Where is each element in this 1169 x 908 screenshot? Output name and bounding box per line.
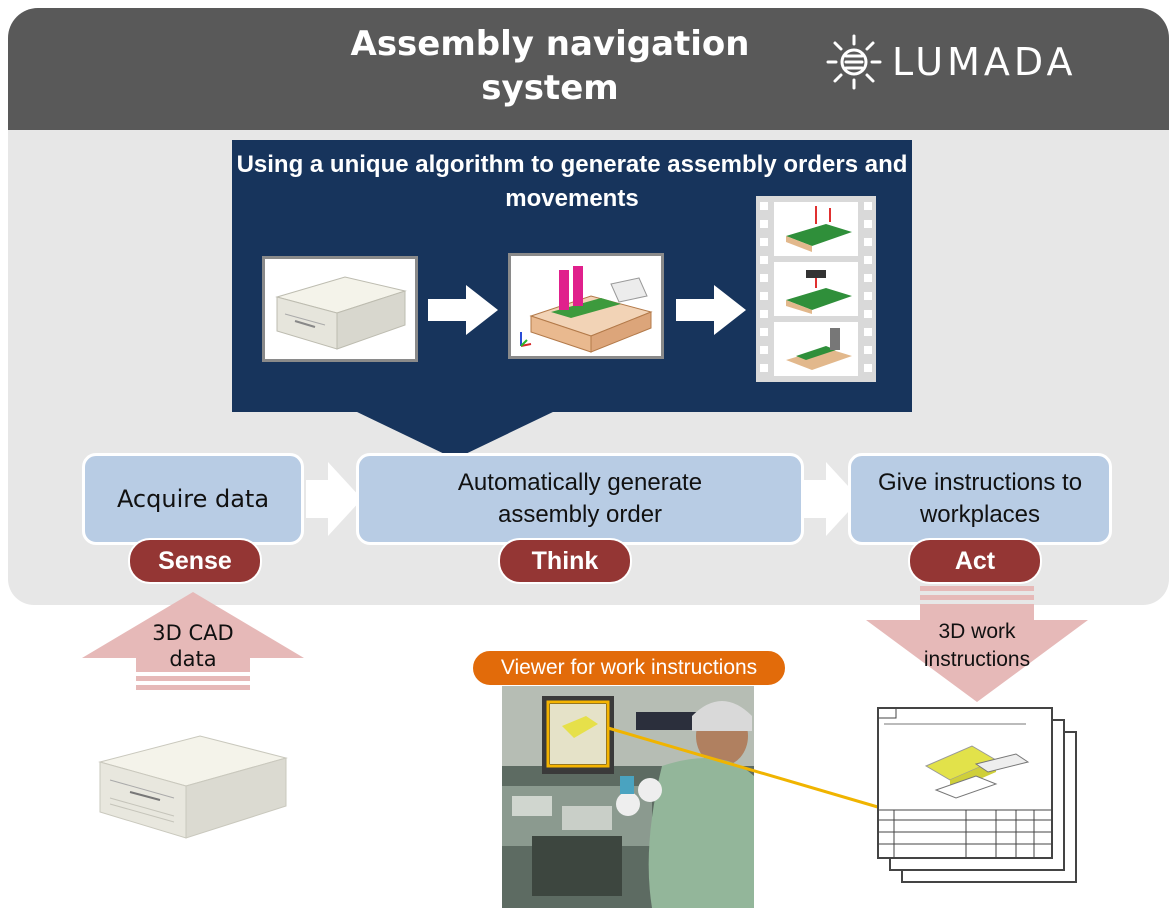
algorithm-title: Using a unique algorithm to generate ass…: [236, 151, 908, 212]
act-badge: Act: [908, 538, 1042, 584]
cad-input-arrow: [82, 592, 304, 690]
sun-icon: [826, 34, 882, 90]
document-stack-image: [877, 707, 1077, 883]
flow-arrow-icon: [306, 462, 362, 536]
give-instructions-label: Give instructions to workplaces: [877, 469, 1083, 528]
open-chassis-image: [520, 266, 653, 353]
film-strip: [756, 196, 876, 382]
lumada-logo: LUMADA: [824, 32, 1076, 92]
think-label: Think: [531, 546, 599, 575]
algorithm-pointer: [355, 411, 555, 459]
instruction-documents: [876, 706, 1082, 886]
give-instructions-box: Give instructions to workplaces: [848, 453, 1112, 545]
generate-order-label: Automatically generate assembly order: [457, 469, 703, 528]
think-badge: Think: [498, 538, 632, 584]
generate-order-box: Automatically generate assembly order: [356, 453, 804, 545]
white-arrow-icon: [676, 285, 746, 335]
logo-text: LUMADA: [892, 40, 1077, 84]
drive-box-image: [275, 276, 407, 350]
drive-box-image: [98, 735, 288, 839]
cad-box-image: [90, 714, 296, 850]
film-strip-frames: [760, 202, 872, 376]
viewer-label: Viewer for work instructions: [500, 656, 758, 679]
worker-scene-image: [502, 686, 754, 908]
white-arrow-icon: [428, 285, 498, 335]
header-bar: [8, 8, 1169, 130]
acquire-data-label: Acquire data: [116, 485, 270, 513]
viewer-badge: Viewer for work instructions: [470, 648, 788, 688]
cad-model-thumbnail: [262, 256, 418, 362]
sense-label: Sense: [158, 546, 232, 575]
cad-data-label: 3D CAD data: [152, 621, 234, 671]
work-output-arrow: [866, 586, 1088, 702]
act-label: Act: [954, 546, 996, 575]
work-instructions-label: 3D work instructions: [923, 620, 1031, 671]
sense-badge: Sense: [128, 538, 262, 584]
assembly-model-thumbnail: [508, 253, 664, 359]
acquire-data-box: Acquire data: [82, 453, 304, 545]
workplace-photo: [502, 686, 754, 908]
flow-arrow-icon: [804, 462, 860, 536]
connector-line: [607, 726, 889, 812]
page-title: Assembly navigation system: [350, 24, 750, 108]
